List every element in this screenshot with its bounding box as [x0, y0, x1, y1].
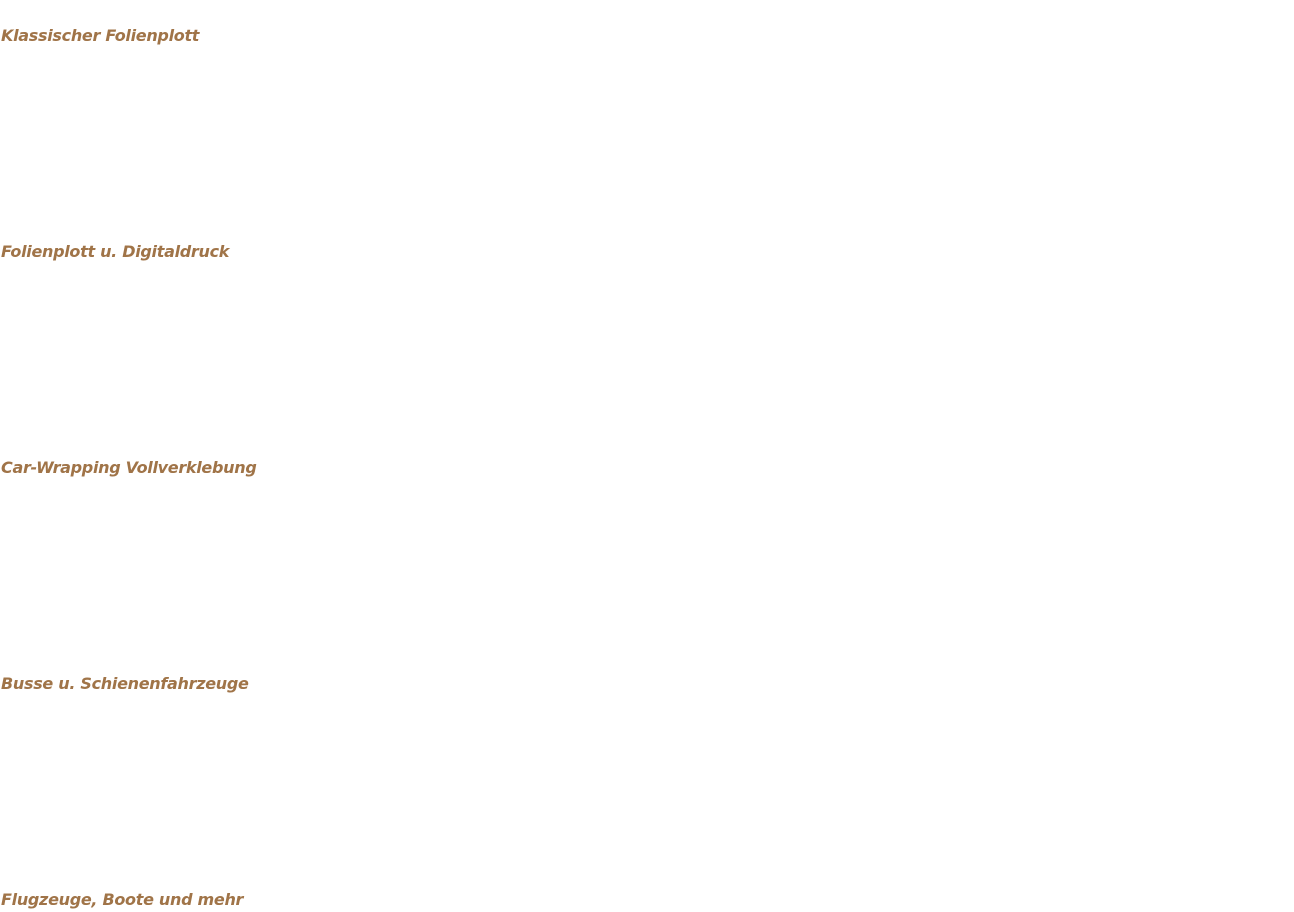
service-heading-flugzeuge: Flugzeuge, Boote und mehr [1, 890, 244, 909]
service-heading-busse: Busse u. Schienenfahrzeuge [1, 674, 249, 693]
service-heading-car-wrapping: Car-Wrapping Vollverklebung [1, 458, 257, 477]
service-heading-digitaldruck: Folienplott u. Digitaldruck [1, 242, 230, 261]
service-heading-folienplott: Klassischer Folienplott [1, 26, 200, 45]
